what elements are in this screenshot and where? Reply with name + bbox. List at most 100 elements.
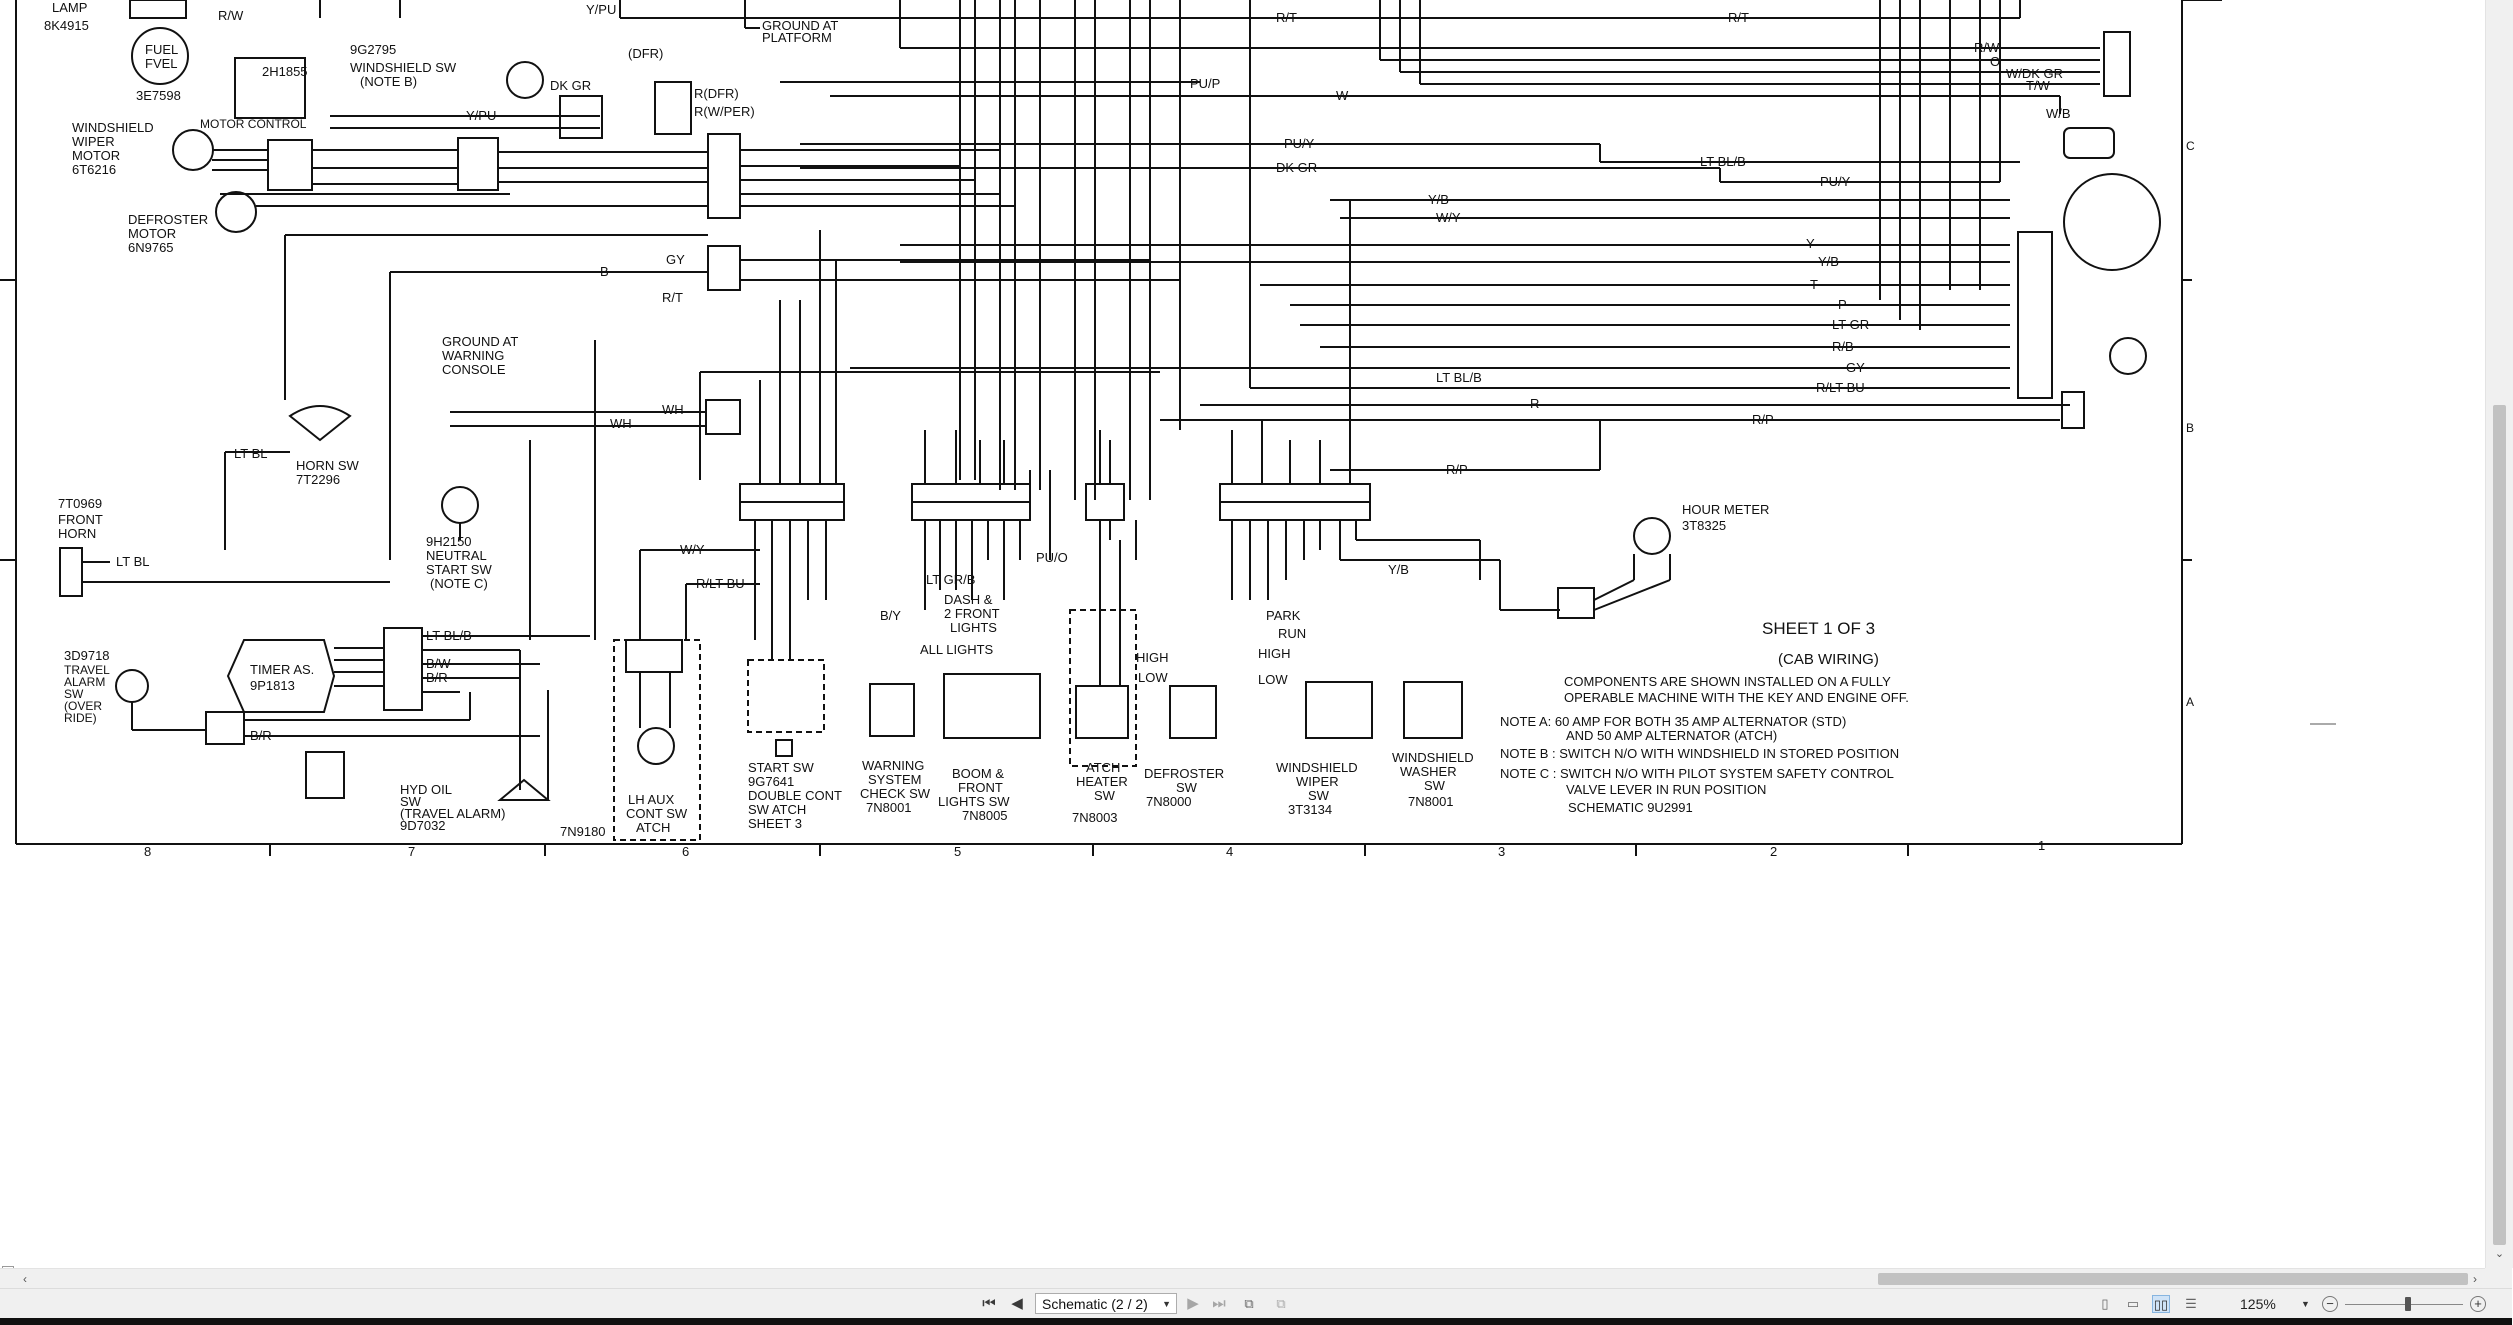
label-defroster-sw: DEFROSTER	[1144, 766, 1224, 781]
label-timer: TIMER AS.	[250, 662, 314, 677]
wire-y-pu-2: Y/PU	[466, 108, 496, 123]
row-marker-b: B	[2186, 421, 2194, 435]
chevron-down-icon: ▼	[1162, 1299, 1171, 1309]
wire-r-lt-bu: R/LT BU	[1816, 380, 1865, 395]
label-fuel: FUEL	[145, 42, 178, 57]
label-horn-sw: HORN SW	[296, 458, 360, 473]
previous-page-button[interactable]: ◀	[1011, 1295, 1023, 1312]
wire-r-t: R/T	[1276, 10, 1297, 25]
scroll-right-arrow-icon[interactable]: ›	[2473, 1272, 2477, 1286]
label-lights-sw: LIGHTS SW	[938, 794, 1010, 809]
label-ground-console2: WARNING	[442, 348, 504, 363]
label-defroster-motor: DEFROSTER	[128, 212, 208, 227]
copy-page-disabled-icon[interactable]: ⧉	[1276, 1296, 1286, 1311]
two-page-view-icon[interactable]: ▯▯	[2152, 1295, 2170, 1313]
sheet-title: SHEET 1 OF 3	[1762, 619, 1875, 638]
ruler-4: 4	[1226, 844, 1233, 859]
single-page-view-icon[interactable]: ▯	[2101, 1296, 2109, 1311]
label-7n9180: 7N9180	[560, 824, 606, 839]
note-c-1: NOTE C : SWITCH N/O WITH PILOT SYSTEM SA…	[1500, 766, 1894, 781]
vertical-scrollbar[interactable]: ⌄	[2485, 0, 2513, 1268]
label-lamp-pn: 8K4915	[44, 18, 89, 33]
label-all-lights: ALL LIGHTS	[920, 642, 994, 657]
page-select-dropdown[interactable]: Schematic (2 / 2) ▼	[1035, 1293, 1177, 1314]
copy-page-icon[interactable]: ⧉	[1244, 1296, 1254, 1311]
wire-r-b: R/B	[1832, 339, 1854, 354]
note-c-2: VALVE LEVER IN RUN POSITION	[1566, 782, 1766, 797]
label-9h2150: 9H2150	[426, 534, 472, 549]
horizontal-scrollbar[interactable]: ‹ ›	[0, 1268, 2485, 1289]
vertical-scroll-thumb[interactable]	[2493, 405, 2506, 1245]
label-check-sw: CHECK SW	[860, 786, 931, 801]
label-ground-platform: GROUND AT	[762, 18, 838, 33]
label-wiper: WIPER	[1296, 774, 1339, 789]
label-9g2795: 9G2795	[350, 42, 396, 57]
label-hyd-oil: HYD OIL	[400, 782, 452, 797]
ruler-3: 3	[1498, 844, 1505, 859]
label-cont-sw: CONT SW	[626, 806, 688, 821]
wire-lt-bl-b: LT BL/B	[1700, 154, 1746, 169]
wire-dk-gr: DK GR	[1276, 160, 1317, 175]
label-neutral: NEUTRAL	[426, 548, 487, 563]
label-low-2: LOW	[1258, 672, 1288, 687]
two-page-continuous-view-icon[interactable]: ☰	[2185, 1296, 2197, 1311]
ruler-1: 1	[2038, 838, 2045, 853]
label-fuel-pn: 3E7598	[136, 88, 181, 103]
label-ride: RIDE)	[64, 711, 97, 725]
label-note-c: (NOTE C)	[430, 576, 488, 591]
scrollbar-corner	[2485, 1268, 2512, 1288]
wire-pu-p: PU/P	[1190, 76, 1220, 91]
label-dfr: (DFR)	[628, 46, 663, 61]
wire-r-p-2: R/P	[1446, 462, 1468, 477]
zoom-slider-thumb[interactable]	[2405, 1297, 2411, 1311]
zoom-chevron-down-icon[interactable]: ▼	[2301, 1299, 2310, 1309]
zoom-level[interactable]: 125%	[2240, 1296, 2276, 1312]
label-7t2296: 7T2296	[296, 472, 340, 487]
label-atch: ATCH	[636, 820, 670, 835]
schematic-number: SCHEMATIC 9U2991	[1568, 800, 1693, 815]
last-page-button[interactable]: ⏭	[1212, 1295, 1226, 1312]
label-travel-alarm: (TRAVEL ALARM)	[400, 806, 505, 821]
first-page-button[interactable]: ⏮	[982, 1295, 996, 1312]
scroll-down-arrow-icon[interactable]: ⌄	[2494, 1248, 2505, 1260]
wire-b-y: B/Y	[880, 608, 901, 623]
label-start-sw-2: START SW	[748, 760, 814, 775]
label-warning: WARNING	[862, 758, 924, 773]
label-2h1855: 2H1855	[262, 64, 308, 79]
wire-w-y-2: W/Y	[680, 542, 705, 557]
note-b: NOTE B : SWITCH N/O WITH WINDSHIELD IN S…	[1500, 746, 1899, 761]
next-page-button[interactable]: ▶	[1187, 1295, 1199, 1312]
zoom-in-button[interactable]: +	[2470, 1296, 2486, 1312]
label-travel: TRAVEL	[64, 663, 110, 677]
label-7t0969: 7T0969	[58, 496, 102, 511]
wire-w-b: W/B	[2046, 106, 2071, 121]
wire-y-b-3: Y/B	[1388, 562, 1409, 577]
label-7n8005: 7N8005	[962, 808, 1008, 823]
note-a-2: AND 50 AMP ALTERNATOR (ATCH)	[1566, 728, 1777, 743]
label-wiper-motor3: MOTOR	[72, 148, 120, 163]
wire-pu-y-2: PU/Y	[1820, 174, 1851, 189]
ruler-6: 6	[682, 844, 689, 859]
label-6t6216: 6T6216	[72, 162, 116, 177]
wire-lt-gr: LT GR	[1832, 317, 1869, 332]
note-general-1: COMPONENTS ARE SHOWN INSTALLED ON A FULL…	[1564, 674, 1891, 689]
label-7n8001: 7N8001	[866, 800, 912, 815]
ruler-5: 5	[954, 844, 961, 859]
wire-r-p: R/P	[1752, 412, 1774, 427]
wire-b-r: B/R	[426, 670, 448, 685]
zoom-slider-track[interactable]	[2345, 1304, 2463, 1305]
wire-lt-bl-2: LT BL	[116, 554, 149, 569]
document-viewport[interactable]: LAMP 8K4915 FUEL FVEL 3E7598 R/W Y/PU GR…	[0, 0, 2485, 1268]
label-9d7032: 9D7032	[400, 818, 446, 833]
label-lights: LIGHTS	[950, 620, 997, 635]
label-lamp: LAMP	[52, 0, 87, 15]
continuous-view-icon[interactable]: ▭	[2126, 1296, 2140, 1311]
label-note-b: (NOTE B)	[360, 74, 417, 89]
label-park: PARK	[1266, 608, 1301, 623]
scroll-left-arrow-icon[interactable]: ‹	[23, 1272, 27, 1286]
wire-r-w: R/W	[218, 8, 244, 23]
label-atch-heater: ATCH	[1086, 760, 1120, 775]
zoom-out-button[interactable]: −	[2322, 1296, 2338, 1312]
horizontal-scroll-thumb[interactable]	[1878, 1273, 2468, 1285]
wire-dk-gr-top: DK GR	[550, 78, 591, 93]
